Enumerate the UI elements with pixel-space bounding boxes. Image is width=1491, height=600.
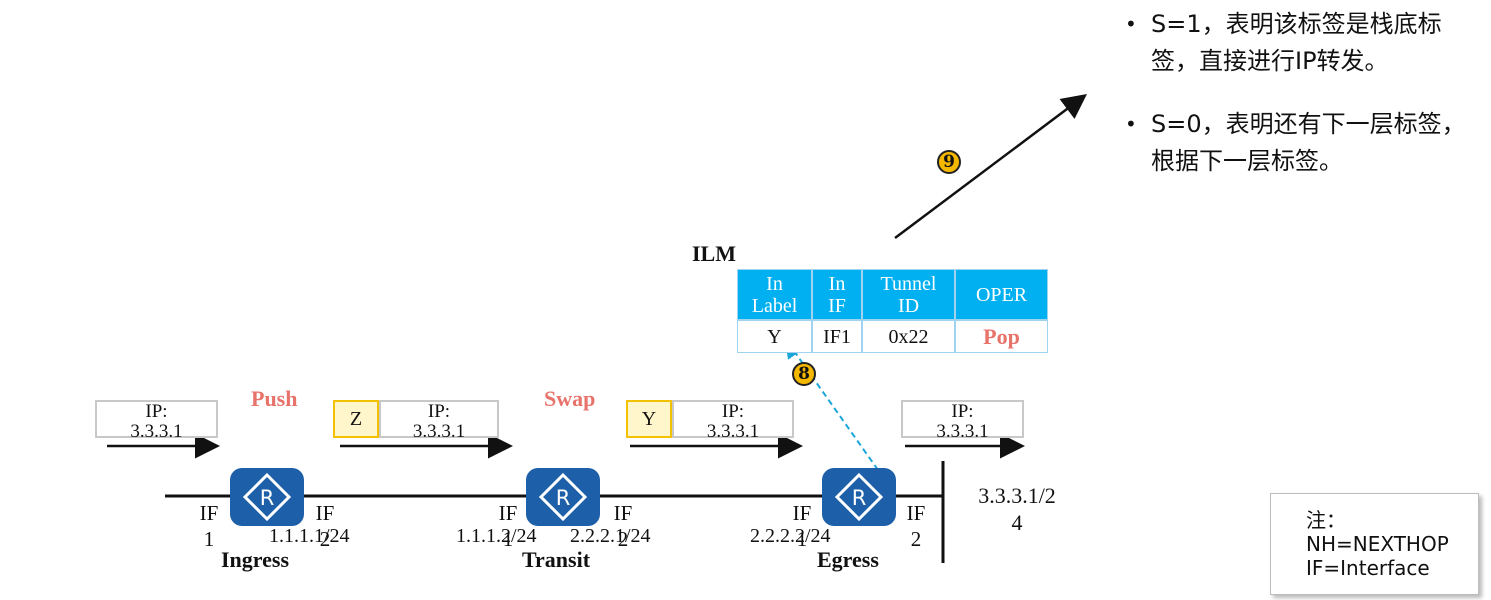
swap-operation-label: Swap	[544, 386, 596, 411]
step-9-badge: 9	[937, 150, 961, 174]
note-box: 注： NH=NEXTHOP IF=Interface	[1270, 493, 1479, 595]
note-text: 注： NH=NEXTHOP IF=Interface	[1306, 508, 1449, 580]
ilm-cell-in-if: IF1	[812, 320, 862, 353]
step8-arrow	[784, 337, 879, 471]
router-egress-name: Egress	[817, 547, 879, 572]
packet-ip-ingress: IP:3.3.3.1	[95, 400, 218, 442]
router-icon: R	[538, 472, 588, 522]
mpls-label-y: Y	[626, 400, 672, 438]
router-ingress-icon[interactable]: R	[230, 468, 304, 526]
mpls-label-z: Z	[333, 400, 379, 438]
packet-ip-egress: IP:3.3.3.1	[901, 400, 1024, 442]
router-ingress-name: Ingress	[221, 547, 290, 572]
router-transit-icon[interactable]: R	[526, 468, 600, 526]
ilm-cell-in-label: Y	[737, 320, 812, 353]
ilm-cell-oper: Pop	[955, 320, 1048, 353]
step9-arrow	[894, 94, 1087, 239]
bullet-dot: •	[1125, 12, 1137, 36]
svg-text:R: R	[260, 486, 275, 510]
ilm-header-oper: OPER	[955, 269, 1048, 320]
svg-text:R: R	[852, 486, 867, 510]
router-egress-icon[interactable]: R	[822, 468, 896, 526]
svg-text:R: R	[556, 486, 571, 510]
packet-ip-after-swap: IP:3.3.3.1	[672, 400, 794, 442]
push-operation-label: Push	[251, 386, 298, 411]
ilm-title: ILM	[692, 241, 736, 266]
router-transit-name: Transit	[522, 547, 591, 572]
packet-ip-after-push: IP:3.3.3.1	[379, 400, 499, 442]
ilm-cell-tunnel-id: 0x22	[862, 320, 955, 353]
bullet-text: S=1，表明该标签是栈底标签，直接进行IP转发。	[1151, 10, 1442, 75]
bullet-dot: •	[1125, 112, 1137, 136]
router-icon: R	[242, 472, 292, 522]
router-icon: R	[834, 472, 884, 522]
transit-if1-ip: 1.1.1.2/24	[456, 525, 537, 547]
egress-if1-ip: 2.2.2.2/24	[750, 525, 831, 547]
ingress-if2-ip: 1.1.1.1/24	[269, 525, 350, 547]
transit-if2-ip: 2.2.2.1/24	[570, 525, 651, 547]
step-8-badge: 8	[792, 362, 816, 386]
bullet-text: S=0，表明还有下一层标签，根据下一层标签。	[1151, 110, 1466, 175]
